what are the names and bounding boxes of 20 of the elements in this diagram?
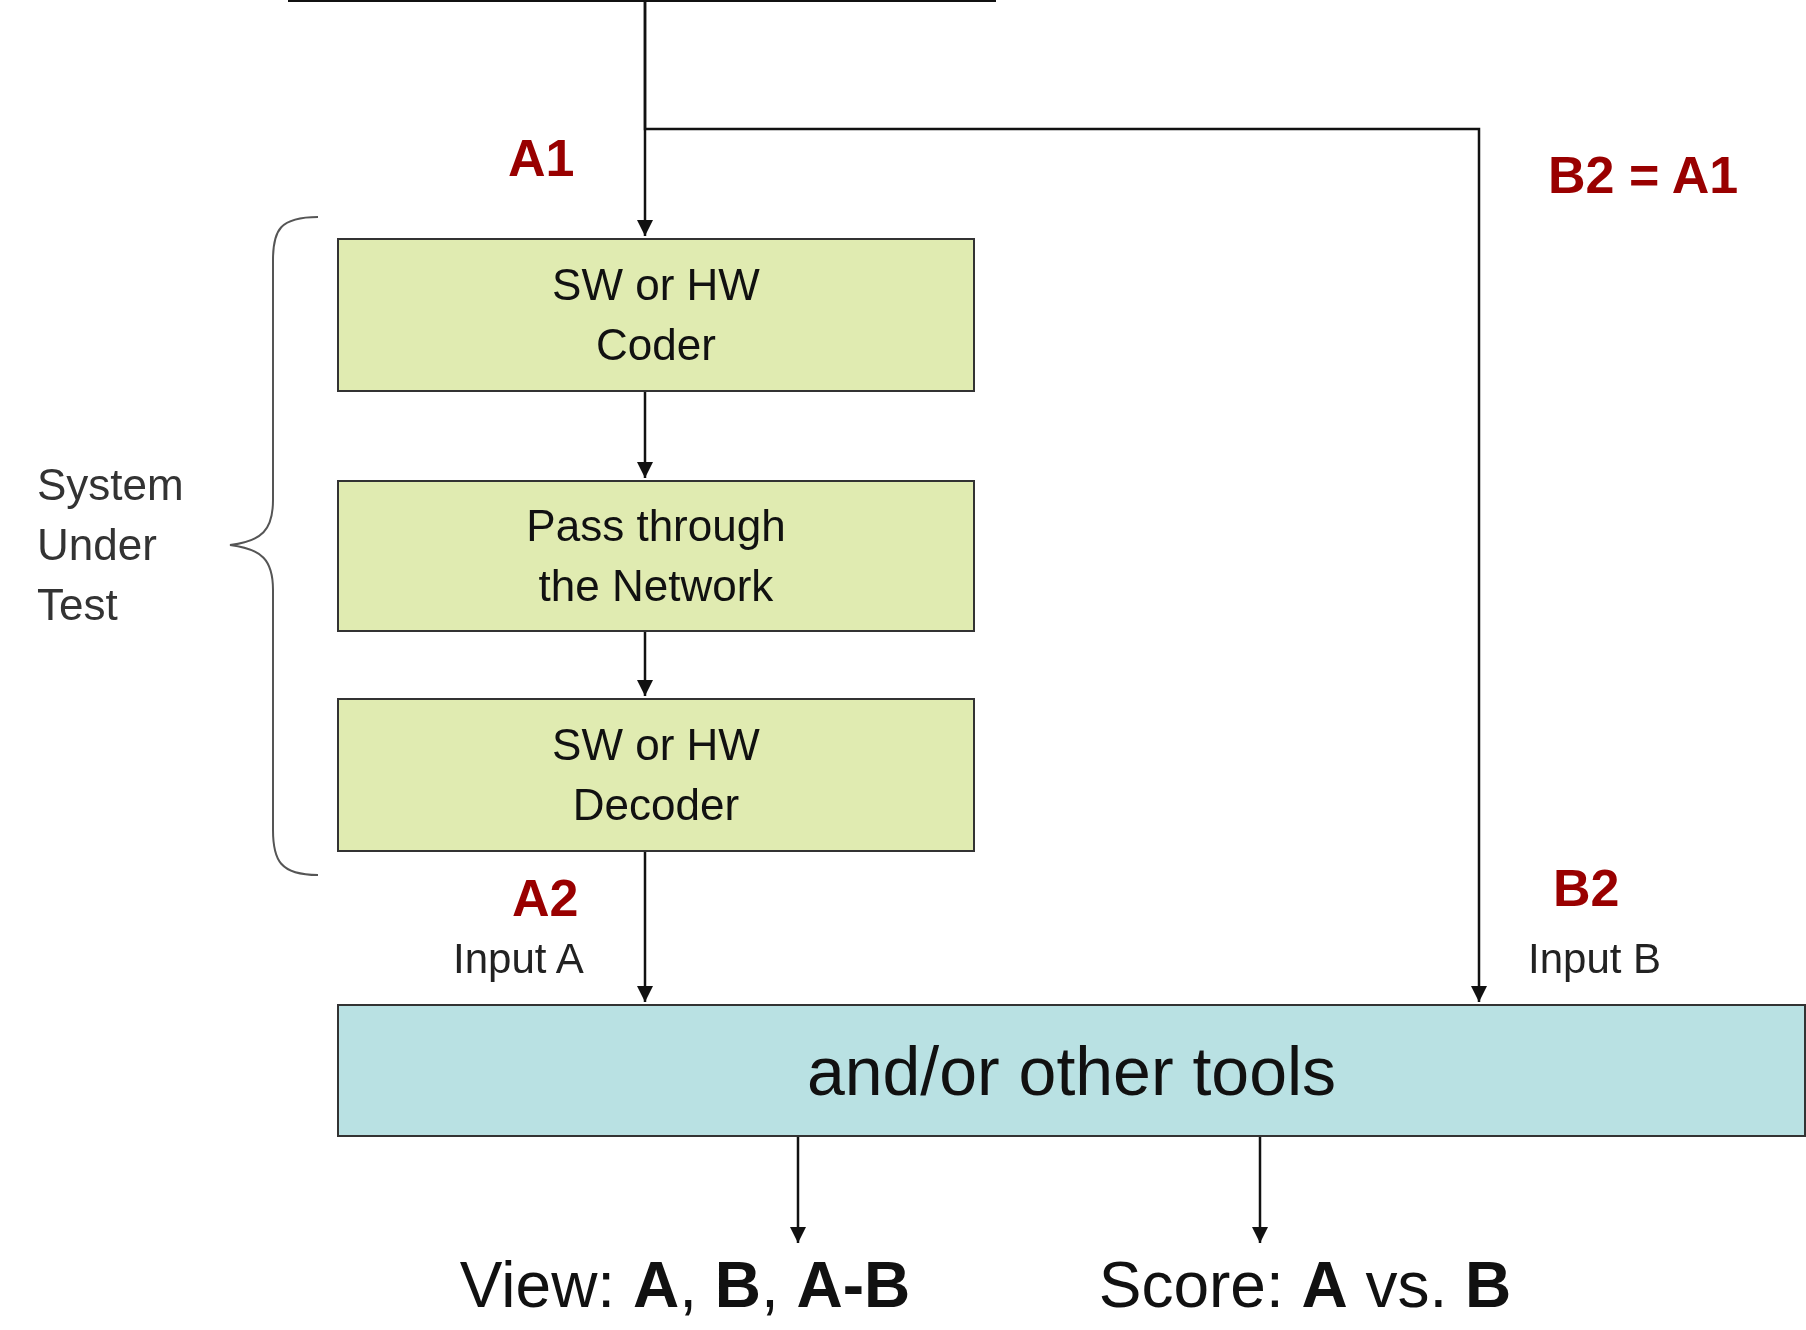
- arrow: [637, 392, 653, 478]
- arrow: [643, 2, 1487, 1002]
- output-text: View: A, B, A-B: [420, 1245, 950, 1325]
- input-label: Input B: [1528, 935, 1662, 983]
- arrow: [790, 1137, 806, 1243]
- signal-label: A1: [508, 128, 575, 188]
- arrow: [1252, 1137, 1268, 1243]
- group-label: System Under Test: [37, 459, 185, 631]
- tool-box: and/or other tools: [337, 1004, 1806, 1137]
- process-box: SW or HW Decoder: [337, 698, 975, 852]
- signal-label: B2 = A1: [1548, 145, 1739, 205]
- signal-label: A2: [512, 868, 579, 928]
- process-box: Pass through the Network: [337, 480, 975, 632]
- input-line: [288, 0, 996, 2]
- input-label: Input A: [453, 935, 584, 983]
- process-box: SW or HW Coder: [337, 238, 975, 392]
- signal-label: B2: [1553, 858, 1620, 918]
- arrow: [637, 632, 653, 696]
- arrow: [637, 852, 653, 1002]
- output-text: Score: A vs. B: [1060, 1245, 1550, 1325]
